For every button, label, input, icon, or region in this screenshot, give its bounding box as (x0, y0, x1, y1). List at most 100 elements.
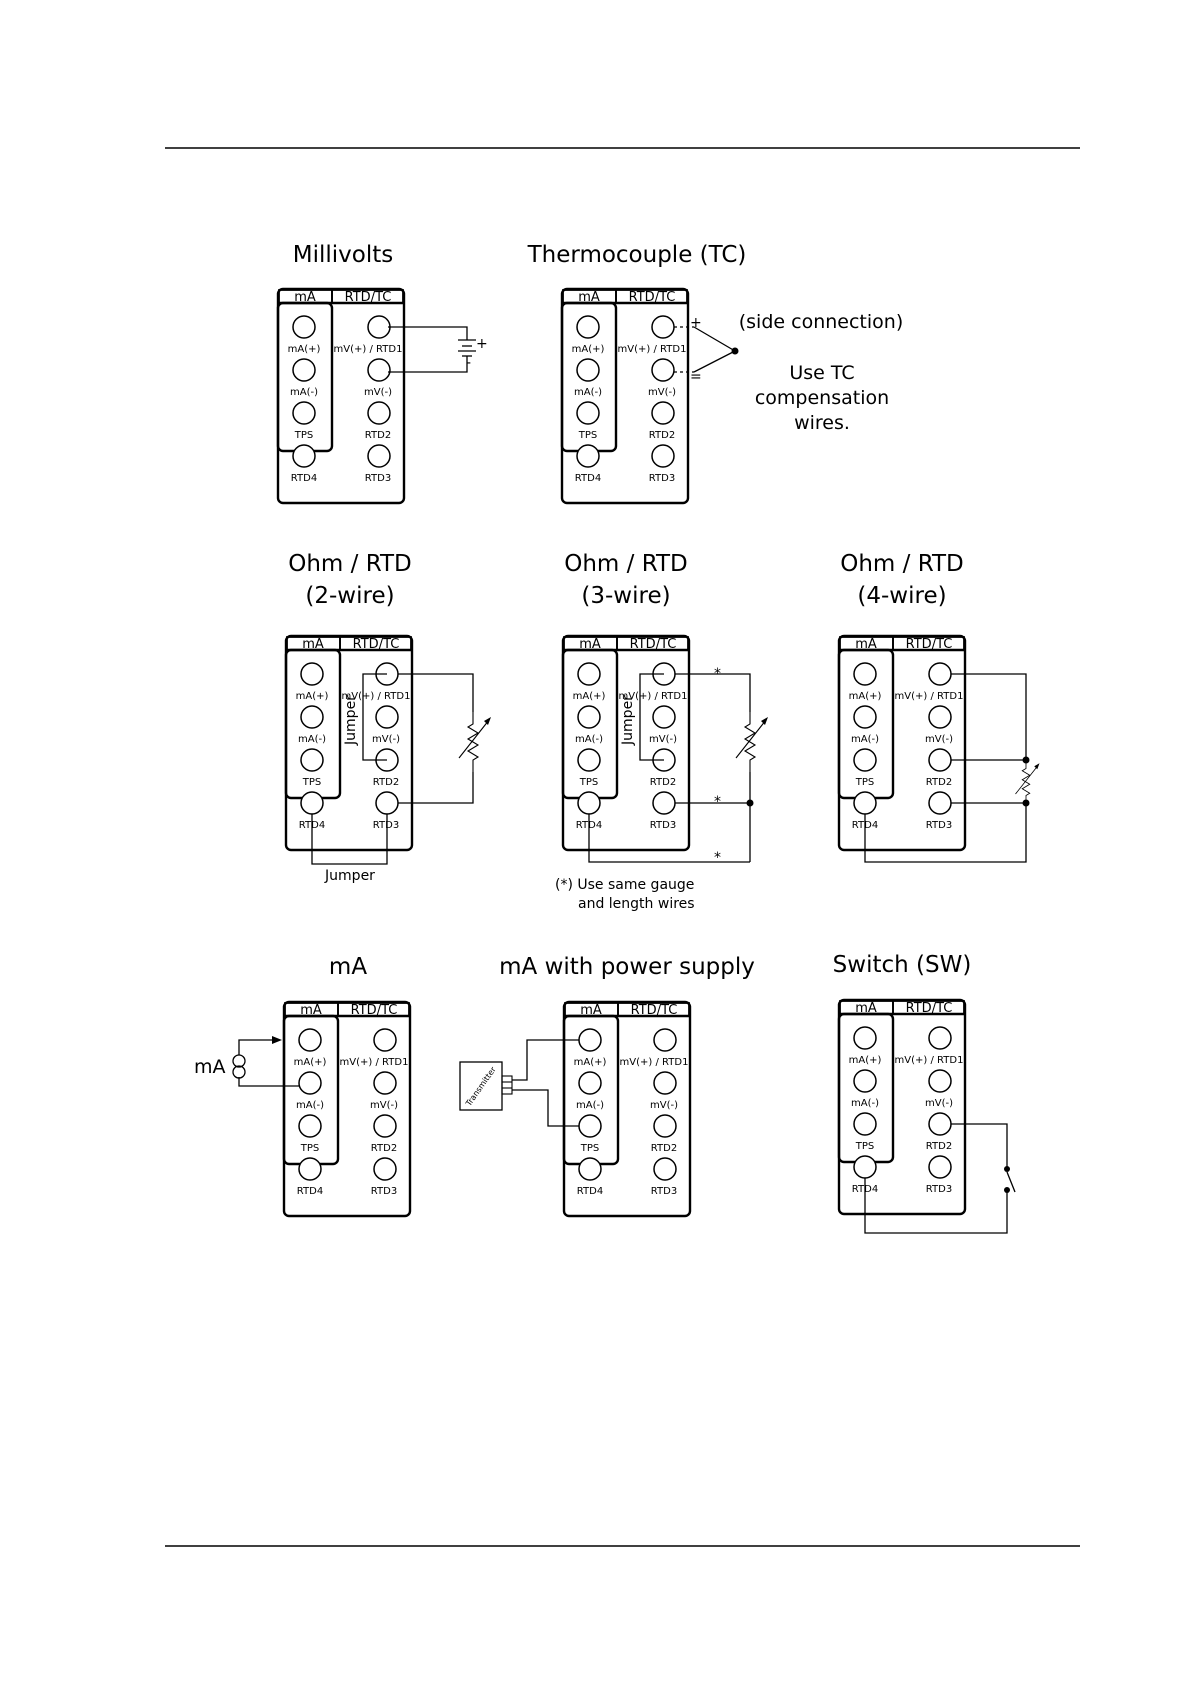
mv-minus-label: mV(-) (648, 387, 676, 398)
header-ma-label: mA (294, 290, 316, 305)
header-rtdtc-label: RTD/TC (906, 637, 953, 652)
rtd2-label: RTD2 (373, 777, 399, 788)
tps-label: TPS (579, 777, 599, 788)
ohm-4wire-wiring (864, 673, 1040, 863)
rtd3-label: RTD3 (651, 1186, 677, 1197)
rtd2-label: RTD2 (651, 1143, 677, 1154)
rtd2-label: RTD2 (365, 430, 391, 441)
mv-plus-rtd1-label: mV(+) / RTD1 (619, 691, 688, 702)
ohm-2wire-title-line2: (2-wire) (305, 583, 394, 609)
ma-minus-label: mA(-) (576, 1100, 604, 1111)
mv-plus-rtd1-label: mV(+) / RTD1 (618, 344, 687, 355)
header-ma-label: mA (300, 1003, 322, 1018)
rtd4-label: RTD4 (575, 473, 601, 484)
ma-plus-label: mA(+) (572, 344, 605, 355)
same-wire-star-2: * (714, 794, 721, 810)
terminal-block: mA RTD/TC mA(+) mA(-) TPS RTD4 mV(+) / R… (560, 287, 690, 505)
junction-dot (1022, 756, 1030, 764)
tps-label: TPS (855, 777, 875, 788)
mv-minus-label: mV(-) (370, 1100, 398, 1111)
ma-power-supply-diagram: mA with power supply mA RTD/TC mA(+) mA(… (459, 954, 755, 1218)
terminal-block: mA RTD/TC mA(+) mA(-) TPS RTD4 mV(+) / R… (282, 1000, 412, 1218)
ohm-rtd-4wire-diagram: Ohm / RTD (4-wire) mA RTD/TC mA(+) mA(-)… (837, 551, 1040, 863)
rtd3-label: RTD3 (650, 820, 676, 831)
variable-resistor-symbol (458, 711, 492, 773)
tps-label: TPS (300, 1143, 320, 1154)
tps-label: TPS (580, 1143, 600, 1154)
tc-wire-note-line3: wires. (794, 412, 850, 434)
tc-plus-sign: + (690, 315, 702, 331)
ohm-2wire-wiring: Jumper Jumper (311, 673, 492, 884)
header-ma-label: mA (855, 1001, 877, 1016)
current-source-symbol (232, 1054, 246, 1068)
rtd4-label: RTD4 (291, 473, 317, 484)
rtd2-label: RTD2 (926, 777, 952, 788)
terminal-block: mA RTD/TC mA(+) mA(-) TPS RTD4 mV(+) / R… (562, 1000, 692, 1218)
mv-plus-rtd1-label: mV(+) / RTD1 (342, 691, 411, 702)
thermocouple-junction: + = (674, 315, 739, 385)
tc-wire-note-line2: compensation (755, 387, 889, 409)
rtd4-label: RTD4 (297, 1186, 323, 1197)
mv-plus-rtd1-label: mV(+) / RTD1 (895, 691, 964, 702)
mv-minus-label: mV(-) (925, 1098, 953, 1109)
ohm-rtd-2wire-diagram: Ohm / RTD (2-wire) mA RTD/TC mA(+) mA(-)… (284, 551, 492, 884)
rtd2-label: RTD2 (371, 1143, 397, 1154)
switch-contact-dot (1004, 1187, 1010, 1193)
mv-plus-rtd1-label: mV(+) / RTD1 (895, 1055, 964, 1066)
terminal-block: mA RTD/TC mA(+) mA(-) TPS RTD4 mV(+) / R… (837, 634, 967, 852)
header-rtdtc-label: RTD/TC (353, 637, 400, 652)
rtd2-label: RTD2 (649, 430, 675, 441)
ma-source-label: mA (194, 1056, 226, 1078)
battery-source: + - (388, 326, 488, 373)
switch-wiring (864, 1123, 1016, 1234)
tps-label: TPS (294, 430, 314, 441)
junction-dot (1022, 799, 1030, 807)
side-connection-note: (side connection) (739, 311, 903, 333)
tps-label: TPS (855, 1141, 875, 1152)
tps-label: TPS (578, 430, 598, 441)
rtd2-label: RTD2 (650, 777, 676, 788)
ma-plus-label: mA(+) (294, 1057, 327, 1068)
ma-minus-label: mA(-) (574, 387, 602, 398)
same-wire-star-3: * (714, 850, 721, 866)
ohm-2wire-title-line1: Ohm / RTD (288, 551, 412, 577)
header-ma-label: mA (855, 637, 877, 652)
header-ma-label: mA (580, 1003, 602, 1018)
header-rtdtc-label: RTD/TC (631, 1003, 678, 1018)
same-wire-star-1: * (714, 666, 721, 682)
header-rtdtc-label: RTD/TC (906, 1001, 953, 1016)
header-ma-label: mA (578, 290, 600, 305)
jumper-vertical-label: Jumper (343, 695, 359, 746)
header-ma-label: mA (579, 637, 601, 652)
header-rtdtc-label: RTD/TC (351, 1003, 398, 1018)
battery-plus-sign: + (476, 336, 488, 352)
ma-plus-label: mA(+) (288, 344, 321, 355)
terminal-block: mA RTD/TC mA(+) mA(-) TPS RTD4 mV(+) / R… (837, 998, 967, 1216)
mv-plus-rtd1-label: mV(+) / RTD1 (340, 1057, 409, 1068)
transmitter-connector (501, 1075, 513, 1095)
footnote-line1: (*) Use same gauge (555, 877, 694, 893)
ma-diagram: mA mA RTD/TC mA(+) mA(-) TPS RTD4 mV(+) … (194, 954, 412, 1218)
ma-minus-label: mA(-) (851, 734, 879, 745)
ohm-3wire-title-line1: Ohm / RTD (564, 551, 688, 577)
jumper-vertical-label: Jumper (620, 695, 636, 746)
ma-minus-label: mA(-) (296, 1100, 324, 1111)
transmitter-label: Transmitter (464, 1065, 499, 1109)
ma-plus-label: mA(+) (849, 691, 882, 702)
switch-contact-dot (1004, 1166, 1010, 1172)
rtd3-label: RTD3 (371, 1186, 397, 1197)
rtd4-label: RTD4 (577, 1186, 603, 1197)
variable-resistor-symbol (1015, 759, 1040, 805)
mv-minus-label: mV(-) (649, 734, 677, 745)
mv-plus-rtd1-label: mV(+) / RTD1 (620, 1057, 689, 1068)
tc-wire-note-line1: Use TC (789, 362, 854, 384)
current-source: mA (194, 1036, 299, 1087)
millivolts-diagram: Millivolts mA RTD/TC mA(+) mA(-) TPS RTD… (276, 242, 488, 505)
tc-junction-dot (731, 347, 739, 355)
tc-minus-sign: = (690, 369, 702, 385)
ohm-3wire-wiring: Jumper * * * (*) Use same gauge and leng… (555, 666, 769, 912)
rtd3-label: RTD3 (373, 820, 399, 831)
ohm-4wire-title-line1: Ohm / RTD (840, 551, 964, 577)
switch-title: Switch (SW) (833, 952, 972, 978)
ma-minus-label: mA(-) (851, 1098, 879, 1109)
